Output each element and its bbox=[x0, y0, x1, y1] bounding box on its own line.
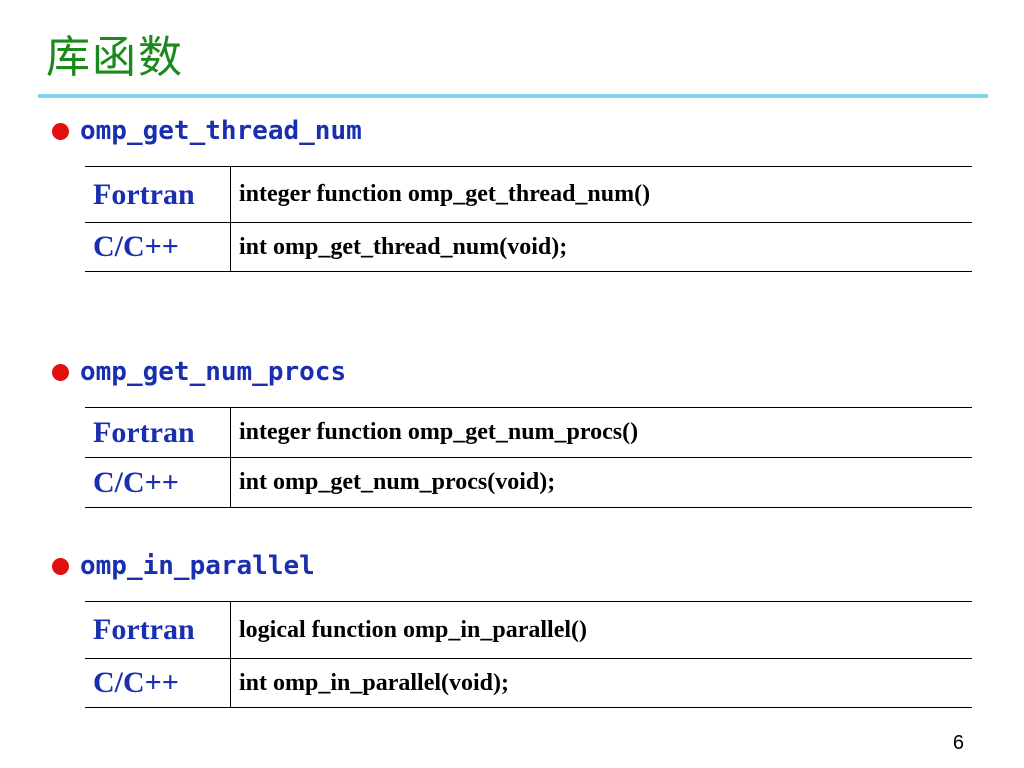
table-row: Fortran logical function omp_in_parallel… bbox=[85, 601, 972, 659]
table-row: C/C++ int omp_get_num_procs(void); bbox=[85, 457, 972, 508]
signature-cell: int omp_in_parallel(void); bbox=[230, 658, 972, 708]
section-heading: omp_get_num_procs bbox=[52, 357, 346, 387]
signature-table: Fortran integer function omp_get_num_pro… bbox=[85, 407, 972, 508]
language-cell: C/C++ bbox=[85, 457, 231, 508]
function-name: omp_get_thread_num bbox=[80, 116, 362, 146]
bullet-icon bbox=[52, 557, 69, 575]
language-cell: Fortran bbox=[85, 166, 231, 223]
signature-table: Fortran logical function omp_in_parallel… bbox=[85, 601, 972, 708]
title-divider bbox=[38, 94, 988, 98]
bullet-icon bbox=[52, 122, 69, 140]
function-name: omp_in_parallel bbox=[80, 551, 315, 581]
table-row: C/C++ int omp_get_thread_num(void); bbox=[85, 222, 972, 272]
language-cell: Fortran bbox=[85, 407, 231, 458]
table-row: Fortran integer function omp_get_thread_… bbox=[85, 166, 972, 223]
signature-table: Fortran integer function omp_get_thread_… bbox=[85, 166, 972, 272]
language-cell: C/C++ bbox=[85, 658, 231, 708]
slide-title: 库函数 bbox=[46, 32, 184, 83]
bullet-icon bbox=[52, 363, 69, 381]
signature-cell: integer function omp_get_num_procs() bbox=[230, 407, 972, 458]
table-row: C/C++ int omp_in_parallel(void); bbox=[85, 658, 972, 708]
signature-cell: int omp_get_num_procs(void); bbox=[230, 457, 972, 508]
signature-cell: integer function omp_get_thread_num() bbox=[230, 166, 972, 223]
language-cell: Fortran bbox=[85, 601, 231, 659]
signature-cell: int omp_get_thread_num(void); bbox=[230, 222, 972, 272]
table-row: Fortran integer function omp_get_num_pro… bbox=[85, 407, 972, 458]
section-heading: omp_get_thread_num bbox=[52, 116, 362, 146]
signature-cell: logical function omp_in_parallel() bbox=[230, 601, 972, 659]
section-heading: omp_in_parallel bbox=[52, 551, 315, 581]
page-number: 6 bbox=[952, 732, 964, 754]
language-cell: C/C++ bbox=[85, 222, 231, 272]
function-name: omp_get_num_procs bbox=[80, 357, 347, 387]
